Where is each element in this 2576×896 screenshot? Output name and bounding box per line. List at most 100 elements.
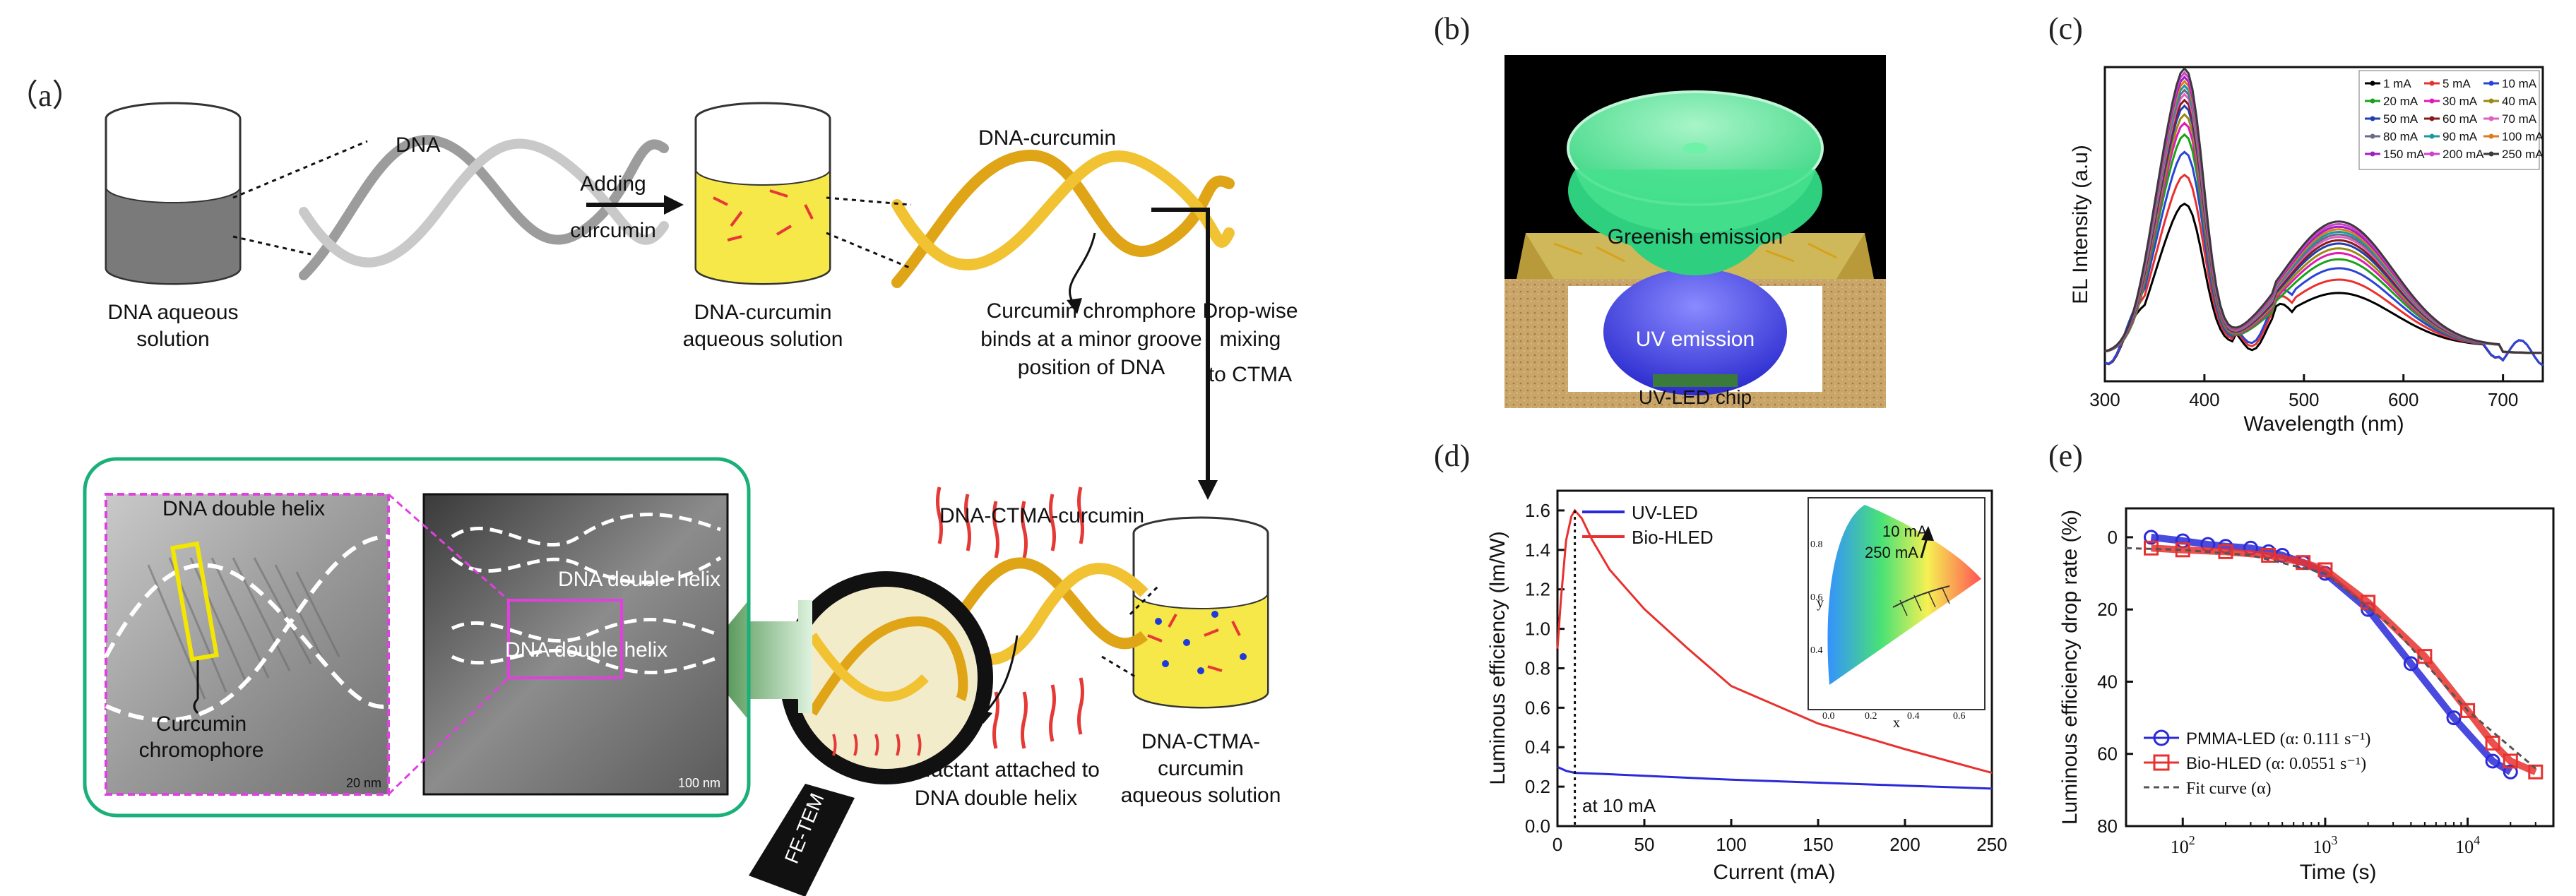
legend-e-bio-name: Bio-HLED — [2186, 754, 2262, 773]
chart-e-xtick-label: 104 — [2455, 833, 2480, 857]
chart-d-annotation: at 10 mA — [1582, 795, 1656, 816]
label-dna: DNA — [396, 133, 440, 157]
label-uv-emission: UV emission — [1636, 328, 1755, 351]
tem-left-image — [104, 493, 390, 796]
chart-c-legend-marker — [2488, 116, 2494, 121]
chart-e-xlabel: Time (s) — [2300, 861, 2377, 884]
tem-right-scale: 100 nm — [678, 776, 720, 790]
label-surfactant-2: DNA double helix — [915, 787, 1077, 810]
label-dropwise-2: mixing — [1220, 328, 1281, 351]
chart-e-ylabel: Luminous efficiency drop rate (%) — [2058, 510, 2082, 825]
chart-c-legend-label: 250 mA — [2502, 148, 2544, 161]
dots-beaker3-bottom — [1101, 655, 1138, 679]
uv-dome — [1603, 268, 1787, 395]
chart-e-point-Bio-HLED — [2460, 703, 2476, 718]
label-chromophore-2: binds at a minor groove — [980, 328, 1202, 351]
chart-e-ytick-label: 0 — [2108, 527, 2118, 548]
label-dna-ctma-aq-2: curcumin — [1158, 757, 1244, 780]
chart-c-legend-label: 1 mA — [2383, 77, 2411, 90]
cie-ytick-1: 0.6 — [1810, 592, 1823, 603]
chart-e-point-Bio-HLED — [2485, 735, 2500, 751]
legend-e-bio-rate: α: 0.0551 s⁻¹ — [2272, 755, 2361, 773]
label-adding-1: Adding — [580, 172, 646, 196]
cie-xtick-1: 0.2 — [1865, 711, 1877, 722]
arrow-dropwise — [1151, 208, 1210, 480]
label-greenish: Greenish emission — [1608, 225, 1783, 249]
label-dna-ctma-curcumin: DNA-CTMA-curcumin — [939, 504, 1144, 527]
chart-e-xtick-exponent: 4 — [2474, 833, 2480, 847]
chart-e-frame — [2125, 507, 2555, 828]
chart-c-legend-label: 30 mA — [2443, 95, 2478, 108]
label-dna-aqueous-2: solution — [136, 328, 209, 351]
chart-c-legend-label: 200 mA — [2443, 148, 2484, 161]
cie-label-250ma: 250 mA — [1865, 544, 1918, 561]
label-chip: UV-LED chip — [1639, 386, 1752, 408]
legend-d-uv: UV-LED — [1632, 502, 1698, 523]
chart-c-legend-marker — [2370, 98, 2375, 104]
chart-c-legend-marker — [2488, 80, 2494, 86]
chart-e-xtick-label: 103 — [2313, 833, 2337, 857]
panel-label-d: (d) — [1434, 438, 1470, 473]
label-dna-curcumin-aq-1: DNA-curcumin — [694, 301, 831, 324]
chart-c-legend-label: 90 mA — [2443, 130, 2478, 143]
chart-c-legend-marker — [2429, 133, 2435, 139]
beaker-dna-curcumin — [694, 102, 831, 285]
chart-e-fit-curve — [2125, 546, 2536, 770]
chart-c-xtick-label: 500 — [2289, 389, 2319, 410]
dots-beaker1-top — [232, 140, 368, 199]
chart-c-curves — [2104, 66, 2544, 366]
cie-xtick-2: 0.4 — [1907, 711, 1920, 722]
tem-left-title: DNA double helix — [162, 497, 325, 520]
dna-helix-grey — [299, 135, 669, 280]
chart-d-ytick-label: 1.6 — [1525, 500, 1550, 521]
chart-c-legend-label: 40 mA — [2502, 95, 2537, 108]
chart-e-ytick-label: 20 — [2097, 599, 2118, 620]
chart-d-xtick-label: 150 — [1803, 834, 1833, 855]
chart-c-legend-marker — [2488, 151, 2494, 157]
chart-e-point-Bio-HLED — [2317, 562, 2333, 578]
chart-c-legend-label: 70 mA — [2502, 112, 2537, 126]
legend-d-bio: Bio-HLED — [1632, 527, 1714, 548]
chart-d-ytick-label: 0.0 — [1525, 816, 1550, 837]
chart-d-ylabel: Luminous efficiency (lm/W) — [1486, 531, 1509, 785]
dots-beaker3-top — [1129, 585, 1160, 616]
chart-d-ytick-label: 1.4 — [1525, 539, 1550, 561]
chart-e-xtick-exponent: 3 — [2331, 833, 2337, 847]
panel-a: （a） DNA aqueous solution DNA Adding curc… — [7, 78, 1298, 896]
chart-e-ytick-label: 60 — [2097, 743, 2118, 765]
chart-c-legend-marker — [2370, 151, 2375, 157]
chart-c-xtick-label: 400 — [2189, 389, 2219, 410]
chart-e-ytick-label: 80 — [2097, 816, 2118, 837]
label-dna-curcumin-aq-2: aqueous solution — [683, 328, 843, 351]
legend-e-pmma-name: PMMA-LED — [2186, 729, 2276, 748]
chart-d-ytick-label: 1.0 — [1525, 619, 1550, 640]
chart-c-legend-marker — [2370, 80, 2375, 86]
chart-e-point-PMMA-LED — [2485, 753, 2500, 769]
chart-d-ytick-label: 0.4 — [1525, 736, 1550, 758]
tem-right-label-2: DNA double helix — [505, 638, 667, 662]
chart-c-series-250-mA — [2104, 66, 2543, 354]
legend-e-pmma: PMMA-LED (α: 0.111 s⁻¹) — [2186, 729, 2370, 748]
chart-c-legend-box — [2358, 70, 2540, 170]
chart-c-xlabel: Wavelength (nm) — [2243, 412, 2404, 436]
beaker-dna-ctma — [1132, 516, 1269, 709]
tem-left-scale: 20 nm — [346, 776, 381, 790]
chart-c-legend-label: 50 mA — [2383, 112, 2418, 126]
label-dropwise-3: to CTMA — [1209, 363, 1292, 386]
chart-d-xtick-label: 100 — [1716, 834, 1746, 855]
panel-b: (b) Greenish emission UV emission UV-LED… — [1434, 11, 1886, 408]
chart-c-legend-label: 20 mA — [2383, 95, 2418, 108]
chart-c-xtick-label: 700 — [2488, 389, 2518, 410]
panel-label-e: (e) — [2048, 438, 2083, 473]
chart-d-xtick-label: 0 — [1553, 834, 1562, 855]
legend-e-bio: Bio-HLED (α: 0.0551 s⁻¹) — [2186, 754, 2366, 773]
chart-d-ytick-label: 0.8 — [1525, 657, 1550, 679]
chart-e-point-PMMA-LED — [2446, 710, 2462, 726]
chart-c-ylabel: EL Intensity (a.u) — [2069, 145, 2092, 304]
chart-e-point-Bio-HLED — [2528, 764, 2544, 779]
